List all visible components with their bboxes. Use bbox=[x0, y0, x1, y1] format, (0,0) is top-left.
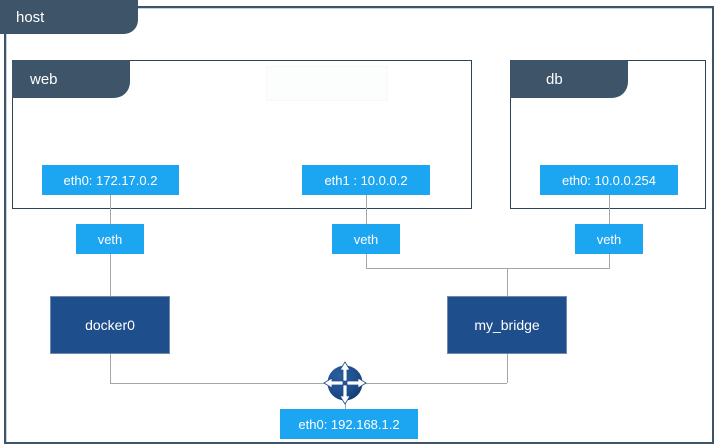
link-router-host-eth0 bbox=[345, 400, 346, 410]
link-veth-docker0 bbox=[110, 254, 111, 296]
veth-box-mybridge-db[interactable]: veth bbox=[575, 224, 643, 254]
host-tab[interactable]: host bbox=[0, 0, 138, 34]
veth-box-mybridge-web[interactable]: veth bbox=[332, 224, 400, 254]
host-tab-label: host bbox=[16, 8, 45, 26]
link-veth-right-down bbox=[609, 254, 610, 268]
veth-label: veth bbox=[97, 231, 123, 247]
link-mybridge-down bbox=[507, 354, 508, 383]
namespace-tab-db-label: db bbox=[546, 70, 563, 88]
interface-label: eth0: 192.168.1.2 bbox=[298, 416, 400, 432]
link-mybridge-router bbox=[357, 383, 507, 384]
bridge-box-docker0[interactable]: docker0 bbox=[50, 296, 170, 354]
interface-label: eth0: 172.17.0.2 bbox=[63, 172, 158, 188]
namespace-frame-web bbox=[12, 60, 472, 209]
bus-mybridge bbox=[366, 268, 610, 269]
bridge-label: my_bridge bbox=[474, 317, 540, 333]
empty-placeholder-box bbox=[266, 66, 388, 101]
interface-box-db-eth0[interactable]: eth0: 10.0.0.254 bbox=[540, 165, 678, 195]
link-veth-mid-down bbox=[366, 254, 367, 268]
bridge-label: docker0 bbox=[85, 317, 135, 333]
bridge-box-my-bridge[interactable]: my_bridge bbox=[447, 296, 567, 354]
veth-label: veth bbox=[596, 231, 622, 247]
link-web-eth1-veth bbox=[366, 194, 367, 224]
veth-box-docker0[interactable]: veth bbox=[76, 224, 144, 254]
link-docker0-down bbox=[110, 354, 111, 383]
link-db-eth0-veth bbox=[609, 194, 610, 224]
namespace-tab-web[interactable]: web bbox=[12, 60, 130, 98]
link-docker0-router bbox=[110, 383, 333, 384]
namespace-tab-web-label: web bbox=[30, 70, 58, 88]
interface-box-web-eth0[interactable]: eth0: 172.17.0.2 bbox=[42, 165, 179, 195]
veth-label: veth bbox=[353, 231, 379, 247]
link-bus-mybridge bbox=[507, 268, 508, 296]
interface-box-web-eth1[interactable]: eth1 : 10.0.0.2 bbox=[302, 165, 430, 195]
router-icon[interactable] bbox=[322, 360, 368, 406]
interface-label: eth0: 10.0.0.254 bbox=[562, 172, 656, 188]
interface-box-host-eth0[interactable]: eth0: 192.168.1.2 bbox=[280, 409, 418, 439]
link-web-eth0-veth bbox=[110, 194, 111, 224]
interface-label: eth1 : 10.0.0.2 bbox=[324, 172, 408, 188]
namespace-tab-db[interactable]: db bbox=[510, 60, 628, 98]
